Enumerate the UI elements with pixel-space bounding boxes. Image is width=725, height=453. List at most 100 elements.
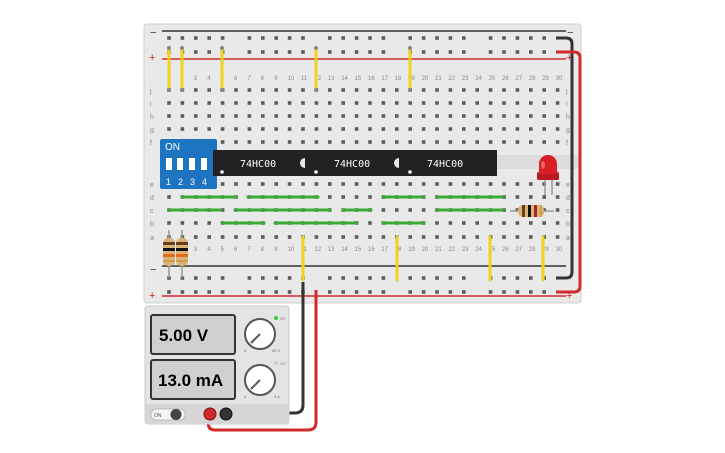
hole[interactable] <box>408 140 412 144</box>
dip-toggle-4[interactable] <box>201 153 207 170</box>
hole[interactable] <box>368 127 372 131</box>
hole[interactable] <box>354 195 359 199</box>
hole[interactable] <box>167 127 171 131</box>
rail-hole[interactable] <box>207 290 211 294</box>
rail-hole[interactable] <box>435 36 439 40</box>
rail-hole[interactable] <box>328 290 332 294</box>
rail-hole[interactable] <box>502 50 506 54</box>
hole[interactable] <box>314 101 319 105</box>
hole[interactable] <box>555 221 560 225</box>
dip-toggle-2[interactable] <box>177 153 183 170</box>
rail-hole[interactable] <box>408 36 412 40</box>
hole[interactable] <box>207 88 211 92</box>
hole[interactable] <box>180 114 185 118</box>
rail-hole[interactable] <box>287 276 292 280</box>
hole[interactable] <box>314 140 319 144</box>
rail-hole[interactable] <box>287 50 292 54</box>
rail-hole[interactable] <box>462 276 466 280</box>
hole[interactable] <box>194 114 198 118</box>
hole[interactable] <box>502 235 506 239</box>
hole[interactable] <box>207 235 211 239</box>
hole[interactable] <box>354 140 359 144</box>
hole[interactable] <box>314 182 319 186</box>
rail-hole[interactable] <box>328 276 332 280</box>
rail-hole[interactable] <box>274 50 278 54</box>
hole[interactable] <box>274 88 278 92</box>
hole[interactable] <box>555 182 560 186</box>
hole[interactable] <box>448 182 453 186</box>
hole[interactable] <box>287 127 292 131</box>
hole[interactable] <box>421 208 426 212</box>
rail-hole[interactable] <box>354 36 359 40</box>
psu-red-wire[interactable] <box>206 290 318 432</box>
hole[interactable] <box>207 221 211 225</box>
hole[interactable] <box>341 127 345 131</box>
hole[interactable] <box>529 182 533 186</box>
hole[interactable] <box>368 195 372 199</box>
rail-hole[interactable] <box>247 290 252 294</box>
hole[interactable] <box>368 140 372 144</box>
rail-hole[interactable] <box>220 290 225 294</box>
hole[interactable] <box>368 235 372 239</box>
rail-hole[interactable] <box>488 50 493 54</box>
hole[interactable] <box>515 221 520 225</box>
hole[interactable] <box>167 221 171 225</box>
hole[interactable] <box>395 114 399 118</box>
hole[interactable] <box>395 182 399 186</box>
hole[interactable] <box>542 140 546 144</box>
rail-hole[interactable] <box>462 290 466 294</box>
rail-hole[interactable] <box>167 36 171 40</box>
rail-hole[interactable] <box>381 276 386 280</box>
hole[interactable] <box>234 182 238 186</box>
rail-hole[interactable] <box>381 36 386 40</box>
hole[interactable] <box>448 101 453 105</box>
hole[interactable] <box>448 235 453 239</box>
rail-hole[interactable] <box>421 290 426 294</box>
hole[interactable] <box>287 88 292 92</box>
hole[interactable] <box>488 221 493 225</box>
rail-hole[interactable] <box>368 50 372 54</box>
hole[interactable] <box>475 140 479 144</box>
hole[interactable] <box>247 101 252 105</box>
hole[interactable] <box>542 221 546 225</box>
rail-hole[interactable] <box>261 36 265 40</box>
hole[interactable] <box>261 101 265 105</box>
hole[interactable] <box>542 195 546 199</box>
hole[interactable] <box>194 221 198 225</box>
hole[interactable] <box>408 127 412 131</box>
hole[interactable] <box>234 127 238 131</box>
hole[interactable] <box>354 88 359 92</box>
rail-hole[interactable] <box>448 50 453 54</box>
power-supply[interactable]: 5.00 V 13.0 mA VC 0 30 V CC 0 5 A ON <box>144 305 290 425</box>
hole[interactable] <box>341 101 345 105</box>
hole[interactable] <box>421 88 426 92</box>
rail-hole[interactable] <box>261 276 265 280</box>
hole[interactable] <box>220 182 225 186</box>
rail-hole[interactable] <box>529 36 533 40</box>
hole[interactable] <box>234 114 238 118</box>
rail-hole[interactable] <box>515 276 520 280</box>
hole[interactable] <box>328 140 332 144</box>
rail-hole[interactable] <box>448 276 453 280</box>
hole[interactable] <box>220 101 225 105</box>
hole[interactable] <box>287 235 292 239</box>
rail-hole[interactable] <box>354 276 359 280</box>
hole[interactable] <box>515 88 520 92</box>
rail-hole[interactable] <box>180 290 185 294</box>
hole[interactable] <box>234 88 238 92</box>
hole[interactable] <box>475 88 479 92</box>
hole[interactable] <box>167 114 171 118</box>
hole[interactable] <box>502 182 506 186</box>
rail-hole[interactable] <box>448 36 453 40</box>
hole[interactable] <box>421 182 426 186</box>
hole[interactable] <box>555 140 560 144</box>
rail-hole[interactable] <box>274 36 278 40</box>
rail-hole[interactable] <box>194 290 198 294</box>
rail-hole[interactable] <box>301 50 305 54</box>
rail-hole[interactable] <box>274 290 278 294</box>
hole[interactable] <box>542 114 546 118</box>
hole[interactable] <box>395 127 399 131</box>
hole[interactable] <box>354 101 359 105</box>
hole[interactable] <box>220 127 225 131</box>
hole[interactable] <box>488 140 493 144</box>
